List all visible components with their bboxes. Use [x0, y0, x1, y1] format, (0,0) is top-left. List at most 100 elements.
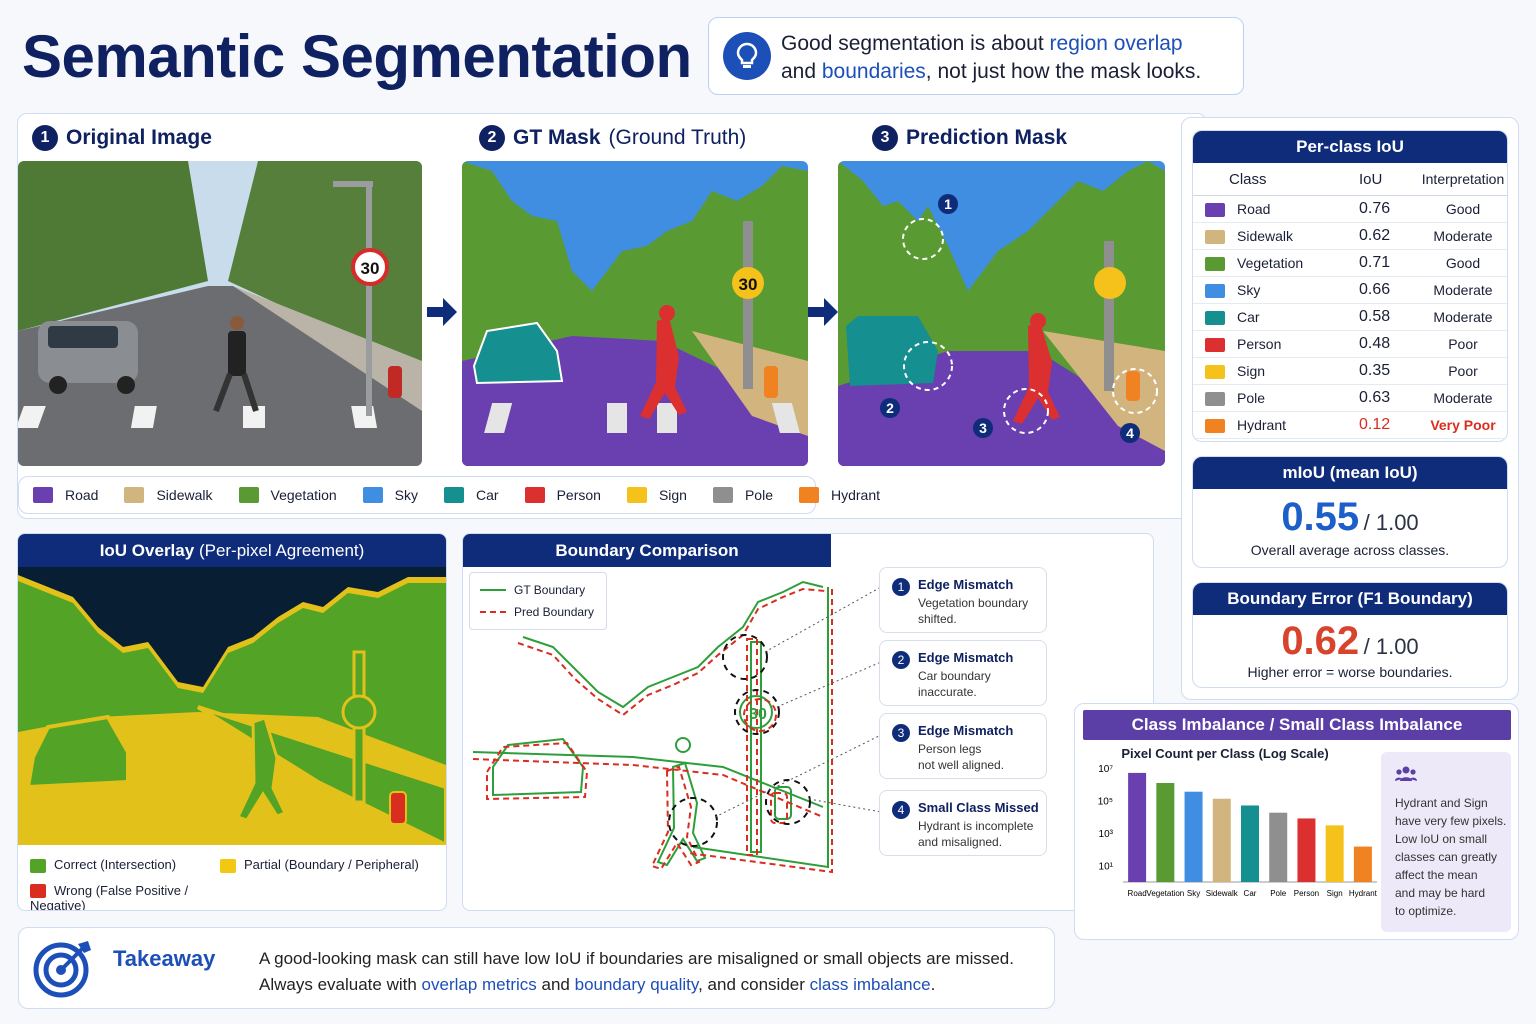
legend-swatch — [444, 487, 465, 503]
overlay-legend-item: Correct (Intersection) — [30, 857, 220, 873]
legend-swatch — [799, 487, 819, 503]
bar-person — [1297, 818, 1316, 882]
iou-interpretation: Poor — [1419, 357, 1507, 385]
arrow-right-icon — [808, 298, 838, 331]
x-tick-label: Sky — [1187, 889, 1200, 898]
iou-value: 0.35 — [1349, 357, 1419, 385]
legend-item-sidewalk: Sidewalk — [124, 487, 213, 503]
class-name: Car — [1237, 308, 1260, 325]
legend-label: Sidewalk — [156, 487, 213, 503]
iou-interpretation: Good — [1419, 195, 1507, 223]
iou-interpretation: Very Poor — [1419, 411, 1507, 439]
lightbulb-icon — [723, 32, 771, 80]
note-line: Low IoU on small — [1395, 832, 1488, 846]
class-imbalance-panel: Class Imbalance / Small Class Imbalance … — [1074, 703, 1519, 940]
class-swatch — [1205, 230, 1225, 245]
bar-road — [1128, 772, 1147, 882]
legend-label: Road — [65, 487, 99, 503]
overlay-legend-item: Wrong (False Positive / Negative) — [30, 882, 189, 911]
legend-swatch — [238, 487, 259, 503]
boundary-drawing: 30 — [472, 580, 882, 874]
page-title: Semantic Segmentation — [22, 23, 692, 90]
pred-marker-2: 2 — [880, 398, 900, 418]
takeaway-title: Takeaway — [113, 946, 216, 971]
legend-swatch — [33, 487, 53, 503]
y-tick-label: 10⁵ — [1098, 797, 1113, 808]
tip-text: Good segmentation is about region overla… — [781, 32, 1202, 83]
legend-swatch — [626, 487, 647, 503]
arrow-right-icon — [427, 298, 457, 331]
class-swatch — [1205, 284, 1225, 299]
legend-item-person: Person — [524, 487, 601, 503]
class-swatch — [1205, 203, 1225, 218]
class-swatch — [1205, 311, 1225, 326]
legend-label: Person — [556, 487, 601, 503]
iou-overlay-image — [18, 567, 446, 845]
legend-label: Vegetation — [270, 487, 337, 503]
class-name: Sign — [1237, 362, 1266, 379]
y-tick-label: 10³ — [1099, 829, 1114, 840]
chart-title: Pixel Count per Class (Log Scale) — [1121, 746, 1329, 761]
takeaway-text: A good-looking mask can still have low I… — [259, 949, 1014, 994]
legend-item-vegetation: Vegetation — [238, 487, 337, 503]
class-name: Person — [1237, 335, 1282, 352]
bar-car — [1241, 805, 1259, 882]
target-icon — [33, 940, 93, 1003]
note-line: Hydrant and Sign — [1395, 796, 1488, 810]
svg-text:30: 30 — [749, 706, 767, 723]
class-swatch — [1205, 392, 1225, 407]
y-tick-label: 10⁷ — [1098, 764, 1113, 775]
class-name: Sky — [1237, 281, 1261, 298]
legend-swatch — [712, 487, 733, 503]
iou-value: 0.66 — [1349, 276, 1419, 304]
iou-value: 0.71 — [1349, 249, 1419, 277]
bar-pole — [1269, 812, 1288, 882]
note-line: to optimize. — [1395, 904, 1457, 918]
legend-swatch — [362, 487, 383, 503]
col-class: Class — [1193, 163, 1349, 196]
per-class-title: Per-class IoU — [1193, 131, 1507, 163]
note-line: affect the mean — [1395, 868, 1478, 882]
class-swatch — [1205, 257, 1225, 272]
class-imbalance-title: Class Imbalance / Small Class Imbalance — [1083, 710, 1511, 740]
note-line: classes can greatly — [1395, 850, 1498, 864]
miou-desc: Overall average across classes. — [1250, 542, 1450, 558]
bar-sidewalk — [1212, 798, 1231, 882]
iou-value: 0.12 — [1349, 411, 1419, 439]
miou-card: mIoU (mean IoU) 0.55 / 1.00 Overall aver… — [1192, 456, 1508, 568]
legend-label: Sign — [658, 487, 687, 503]
legend-item-pole: Pole — [712, 487, 773, 503]
iou-interpretation: Moderate — [1419, 384, 1507, 412]
overlay-legend-item: Partial (Boundary / Peripheral) — [220, 857, 440, 873]
legend-label: Car — [476, 487, 499, 503]
note-line: have very few pixels. — [1395, 814, 1507, 828]
iou-value: 0.63 — [1349, 384, 1419, 412]
iou-interpretation: Poor — [1419, 330, 1507, 358]
pred-marker-3: 3 — [973, 418, 993, 438]
gt-mask: 30 — [462, 161, 808, 466]
boundary-comparison-panel: Boundary Comparison GT Boundary Pred Bou… — [462, 533, 1154, 911]
prediction-mask: 1 2 3 4 — [838, 161, 1165, 466]
x-tick-label: Vegetation — [1146, 889, 1184, 898]
x-tick-label: Sidewalk — [1206, 889, 1239, 898]
takeaway-panel: Takeaway A good-looking mask can still h… — [18, 927, 1055, 1009]
boundary-error-card: Boundary Error (F1 Boundary) 0.62 / 1.00… — [1192, 582, 1508, 688]
legend-label: Pole — [744, 487, 773, 503]
boundary-error-value: 0.62 — [1281, 619, 1360, 663]
iou-value: 0.48 — [1349, 330, 1419, 358]
x-tick-label: Sign — [1327, 889, 1343, 898]
col-iou: IoU — [1349, 163, 1419, 196]
svg-text:30: 30 — [739, 275, 758, 294]
y-tick-label: 10¹ — [1099, 862, 1114, 873]
